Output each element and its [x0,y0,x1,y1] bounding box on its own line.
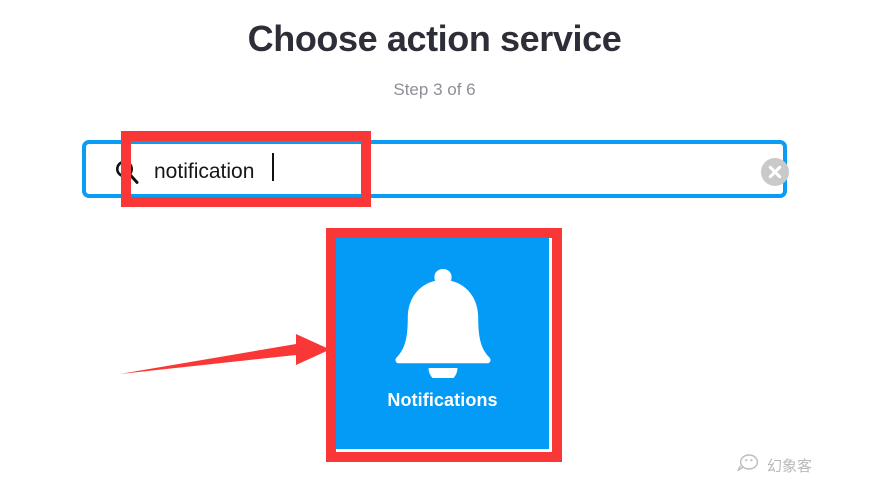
wechat-bubble-icon [735,452,761,478]
bell-icon [390,263,496,383]
watermark-text: 幻象客 [767,456,813,475]
page-title: Choose action service [247,18,622,59]
annotation-arrow-icon [118,330,338,385]
service-tile-label: Notifications [387,390,498,410]
search-icon [114,159,140,185]
service-tile-notifications[interactable]: Notifications [336,237,549,449]
text-cursor [272,153,274,181]
step-indicator: Step 3 of 6 [393,80,476,99]
watermark: 幻象客 [735,452,812,478]
search-input[interactable] [154,156,714,188]
clear-search-button[interactable] [761,158,789,186]
search-field-container[interactable] [82,140,789,198]
